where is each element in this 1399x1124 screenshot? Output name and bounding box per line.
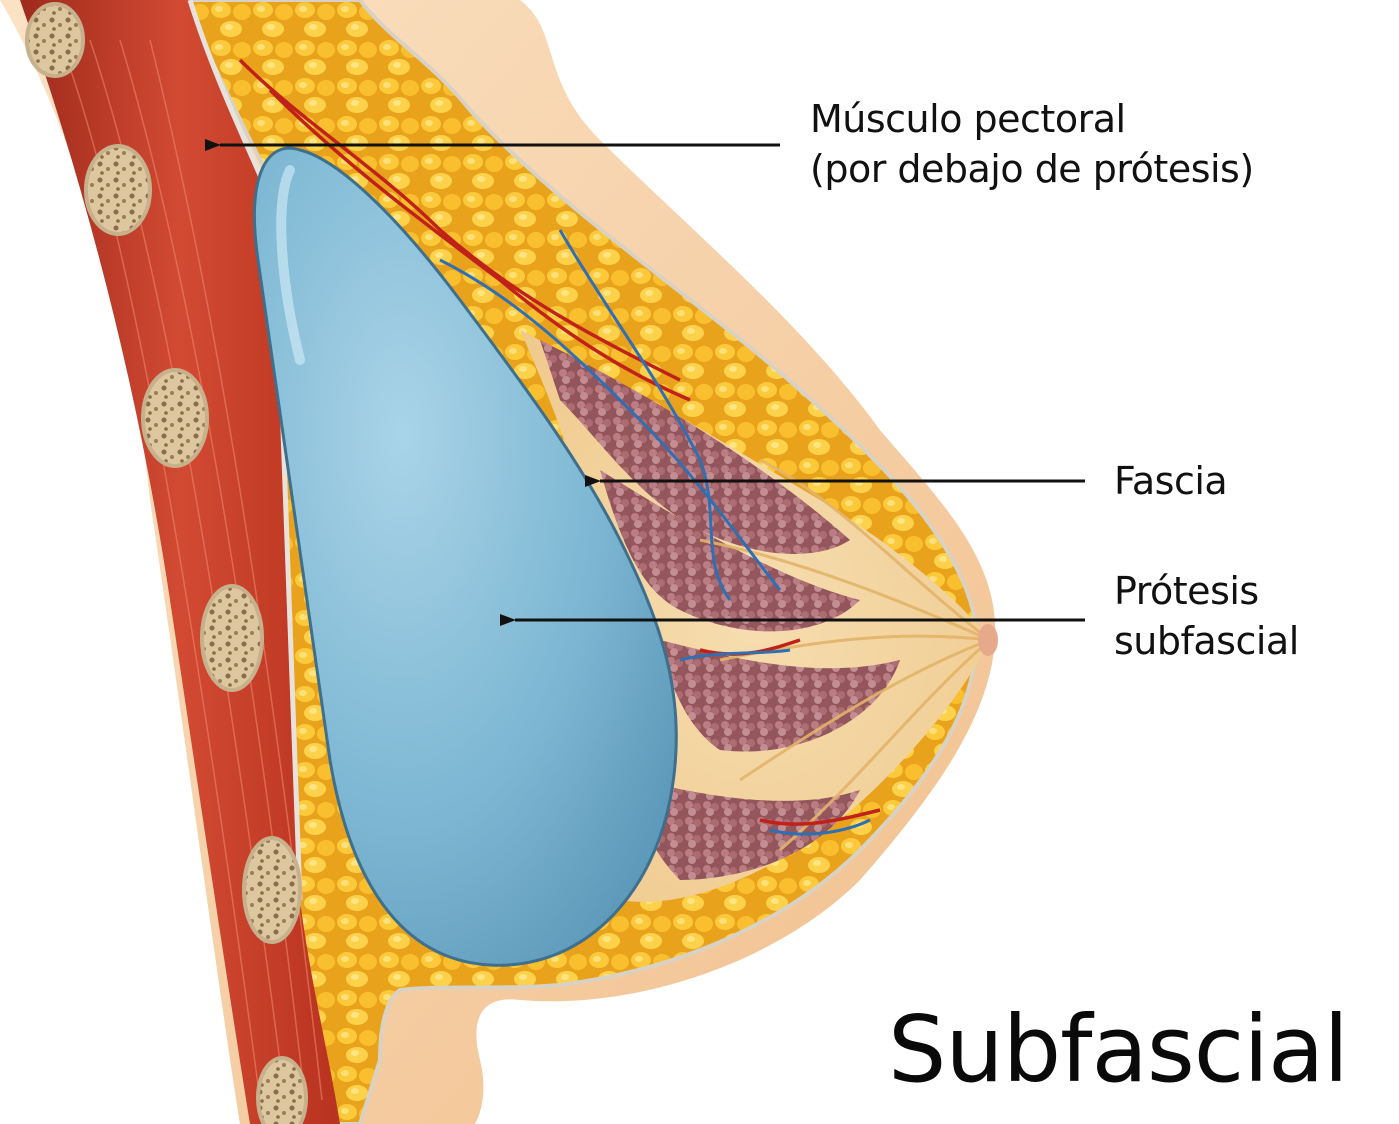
- gland-lobules-lower: [660, 640, 900, 752]
- implant-label-line2: subfascial: [1114, 619, 1299, 663]
- pectoral-label-line1: Músculo pectoral: [810, 97, 1126, 141]
- rib: [242, 836, 302, 944]
- implant-label: Prótesis subfascial: [1114, 566, 1299, 666]
- implant-label-line1: Prótesis: [1114, 569, 1259, 613]
- ribs: [25, 2, 308, 1124]
- subfascial-implant: [253, 146, 678, 967]
- nipple: [978, 624, 998, 656]
- rib: [141, 368, 209, 468]
- milk-ducts: [699, 458, 991, 852]
- page-title: Subfascial: [888, 996, 1349, 1103]
- veins: [439, 229, 871, 836]
- gland-lobules-bottom: [640, 780, 860, 880]
- rib: [256, 1056, 308, 1124]
- rib: [25, 2, 85, 78]
- pectoral-label-line2: (por debajo de prótesis): [810, 147, 1254, 191]
- rib: [84, 144, 152, 236]
- rib: [200, 584, 264, 692]
- pectoral-muscle-label: Músculo pectoral (por debajo de prótesis…: [810, 94, 1254, 194]
- gland-lobules-middle: [600, 470, 860, 632]
- implant-highlight: [276, 165, 305, 365]
- fascia-label-text: Fascia: [1114, 459, 1228, 503]
- fascia-label: Fascia: [1114, 456, 1228, 506]
